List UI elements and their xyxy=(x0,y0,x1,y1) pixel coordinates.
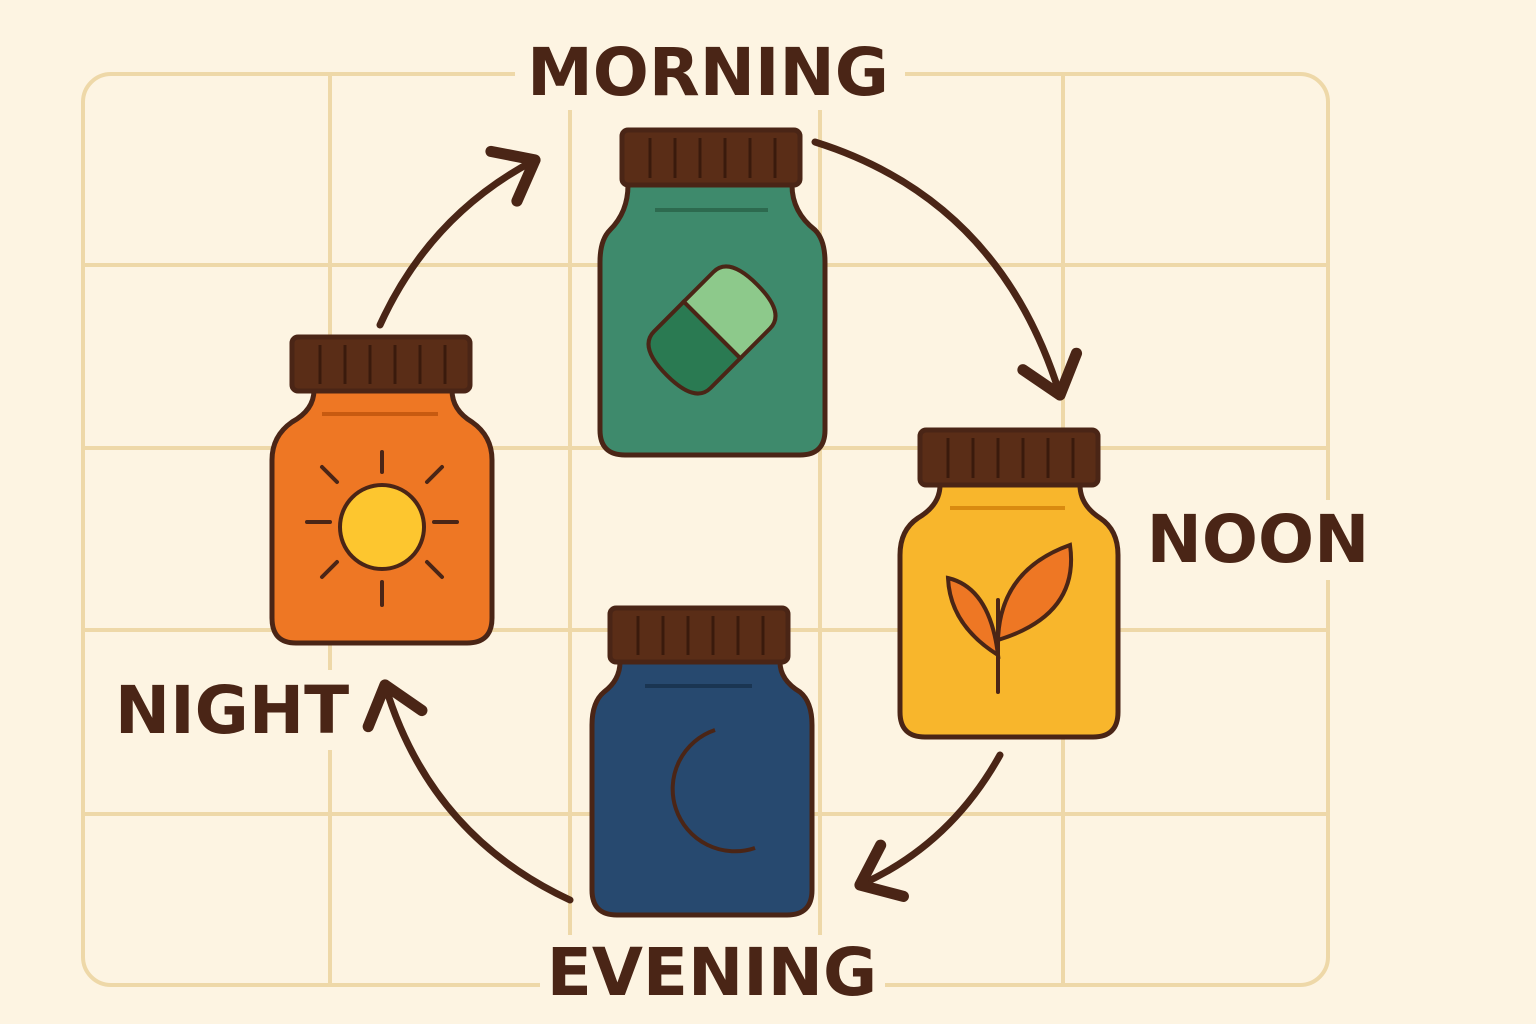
morning-jar xyxy=(597,127,828,458)
jar-cap xyxy=(917,427,1101,488)
sun-icon xyxy=(305,450,459,607)
cap-ridges xyxy=(636,616,765,655)
jar-cap xyxy=(619,127,803,188)
night-jar xyxy=(269,334,495,646)
label-backdrop xyxy=(1138,500,1378,580)
noon-jar xyxy=(897,427,1121,740)
label-backdrop xyxy=(105,670,355,750)
label-noon: NOON xyxy=(1147,501,1370,578)
cap-ridges xyxy=(648,138,777,178)
arrow-morning-to-noon xyxy=(811,138,1083,401)
label-backdrop xyxy=(540,935,885,1005)
label-evening: EVENING xyxy=(547,934,877,1011)
cap-ridges xyxy=(946,438,1075,478)
leaf-icon xyxy=(945,542,1073,694)
evening-jar xyxy=(589,605,815,918)
label-backdrops xyxy=(105,40,1378,1005)
arrow-noon-to-evening xyxy=(854,751,1004,902)
cap-ridges xyxy=(318,345,447,384)
label-backdrop xyxy=(515,40,905,110)
jar-cap xyxy=(289,334,473,394)
label-morning: MORNING xyxy=(527,34,889,111)
jar-body xyxy=(589,659,815,918)
cycle-arrows xyxy=(362,138,1083,904)
arrow-evening-to-night xyxy=(362,679,574,904)
arrow-night-to-morning xyxy=(376,145,541,329)
jar-cap xyxy=(607,605,791,665)
crescent-moon-icon xyxy=(670,728,756,854)
capsule-icon xyxy=(646,264,778,396)
label-night: NIGHT xyxy=(115,672,349,749)
